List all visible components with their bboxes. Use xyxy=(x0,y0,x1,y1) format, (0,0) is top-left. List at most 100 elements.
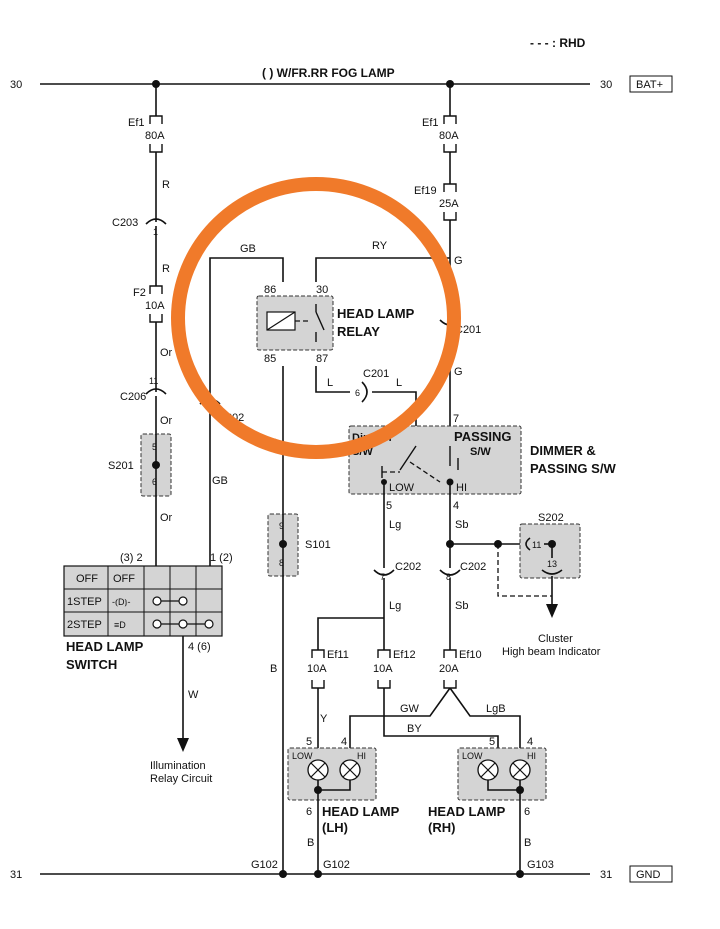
svg-text:OFF: OFF xyxy=(113,573,135,585)
svg-text:20A: 20A xyxy=(439,663,459,675)
fuse-ef11: Ef11 10A xyxy=(307,649,349,689)
wire-label: Sb xyxy=(455,519,468,531)
svg-text:86: 86 xyxy=(264,284,276,296)
splice-s202: S202 11 13 Cluster High beam Indicator xyxy=(502,512,601,658)
rail-bottom-right-number: 31 xyxy=(600,869,612,881)
lamp-feed-wires: Y BY GW LgB xyxy=(317,687,521,764)
relay-title-1: HEAD LAMP xyxy=(337,306,415,321)
svg-text:80A: 80A xyxy=(145,130,165,142)
svg-text:4: 4 xyxy=(453,500,459,512)
svg-text:10A: 10A xyxy=(307,663,327,675)
svg-text:10A: 10A xyxy=(373,663,393,675)
svg-text:7: 7 xyxy=(453,413,459,425)
svg-text:Ef11: Ef11 xyxy=(327,649,349,661)
connector-c201-b: 6 C201 xyxy=(355,368,389,403)
rail-top-right-number: 30 xyxy=(600,79,612,91)
fuse-ef10: Ef10 20A xyxy=(439,649,482,689)
wire-label: Or xyxy=(160,512,173,524)
svg-text:C201: C201 xyxy=(455,324,481,336)
svg-text:HI: HI xyxy=(357,751,366,761)
switch-pin-right: 1 (2) xyxy=(210,552,233,564)
svg-text:9: 9 xyxy=(279,521,284,531)
connector-c206: 11 C206 xyxy=(120,376,167,403)
svg-text:4: 4 xyxy=(527,736,533,748)
wire-label: Lg xyxy=(389,519,401,531)
wire-label: L xyxy=(327,377,333,389)
svg-text:5: 5 xyxy=(152,442,157,452)
svg-text:S101: S101 xyxy=(305,539,331,551)
svg-text:6: 6 xyxy=(152,477,157,487)
connector-c202-a: 7 C202 xyxy=(373,561,421,582)
svg-text:6: 6 xyxy=(524,806,530,818)
svg-text:HEAD LAMP: HEAD LAMP xyxy=(66,639,144,654)
rail-bottom-left-number: 31 xyxy=(10,869,22,881)
rhd-legend: - - - : RHD xyxy=(530,36,586,50)
svg-text:1STEP: 1STEP xyxy=(67,596,102,608)
fuse-ef1-right: Ef1 80A xyxy=(422,115,459,153)
svg-text:LOW: LOW xyxy=(389,482,415,494)
wire-label: GB xyxy=(212,475,228,487)
svg-text:Ef19: Ef19 xyxy=(414,185,437,197)
svg-text:8: 8 xyxy=(279,558,284,568)
wire-label: B xyxy=(524,837,531,849)
svg-text:S/W: S/W xyxy=(470,446,491,458)
svg-text:Ef1: Ef1 xyxy=(422,117,439,129)
svg-text:11: 11 xyxy=(149,376,158,386)
wire-label: Lg xyxy=(389,600,401,612)
wire-label: G xyxy=(454,366,463,378)
wire-label: R xyxy=(162,179,170,191)
relay-title-2: RELAY xyxy=(337,324,380,339)
svg-text:85: 85 xyxy=(264,353,276,365)
head-lamp-rh: 5 4 LOW HI 6 HEAD LAMP (RH) xyxy=(428,736,547,835)
wire-label: G xyxy=(454,255,463,267)
svg-text:C202: C202 xyxy=(460,561,486,573)
svg-text:Illumination: Illumination xyxy=(150,760,206,772)
splice-s101: 9 8 S101 xyxy=(267,513,331,577)
switch-pin-left: (3) 2 xyxy=(120,552,143,564)
svg-text:HI: HI xyxy=(527,751,536,761)
wire-label: Or xyxy=(160,347,173,359)
svg-text:5: 5 xyxy=(386,500,392,512)
svg-text:High beam Indicator: High beam Indicator xyxy=(502,646,601,658)
wire-label: Y xyxy=(320,713,328,725)
svg-text:6: 6 xyxy=(306,806,312,818)
fuse-f2: F2 10A xyxy=(133,285,165,323)
svg-text:25A: 25A xyxy=(439,198,459,210)
svg-text:S202: S202 xyxy=(538,512,564,524)
ground-g102-a: G102 xyxy=(251,859,278,871)
lg-circuit: Lg 7 C202 Lg xyxy=(317,482,421,650)
wire-label: Or xyxy=(160,415,173,427)
wire-label: Sb xyxy=(455,600,468,612)
svg-text:6: 6 xyxy=(355,388,360,398)
dimmer-title-2: PASSING S/W xyxy=(530,461,616,476)
svg-text:80A: 80A xyxy=(439,130,459,142)
svg-text:11: 11 xyxy=(532,540,541,550)
svg-text:F2: F2 xyxy=(133,287,146,299)
svg-text:87: 87 xyxy=(316,353,328,365)
svg-text:Ef10: Ef10 xyxy=(459,649,482,661)
svg-text:C203: C203 xyxy=(112,217,138,229)
wire-label: GW xyxy=(400,703,420,715)
dimmer-title-1: DIMMER & xyxy=(530,443,596,458)
svg-text:LOW: LOW xyxy=(292,751,313,761)
svg-text:C202: C202 xyxy=(395,561,421,573)
svg-text:SWITCH: SWITCH xyxy=(66,657,117,672)
svg-text:(RH): (RH) xyxy=(428,820,455,835)
svg-text:13: 13 xyxy=(547,559,557,569)
ground-g103: G103 xyxy=(527,859,554,871)
wire-label: L xyxy=(396,377,402,389)
top-power-rail: 30 30 BAT+ ( ) W/FR.RR FOG LAMP xyxy=(10,66,673,93)
wire-label: GB xyxy=(240,243,256,255)
svg-text:HI: HI xyxy=(456,482,467,494)
wire-label: RY xyxy=(372,240,388,252)
svg-text:10A: 10A xyxy=(145,300,165,312)
svg-text:7: 7 xyxy=(380,572,385,582)
svg-text:8: 8 xyxy=(446,572,451,582)
svg-text:4: 4 xyxy=(341,736,347,748)
svg-text:5: 5 xyxy=(489,736,495,748)
ground-g102-b: G102 xyxy=(323,859,350,871)
l-wire xyxy=(315,366,350,393)
fuse-ef19: Ef19 25A xyxy=(414,183,459,221)
svg-text:HEAD LAMP: HEAD LAMP xyxy=(322,804,400,819)
